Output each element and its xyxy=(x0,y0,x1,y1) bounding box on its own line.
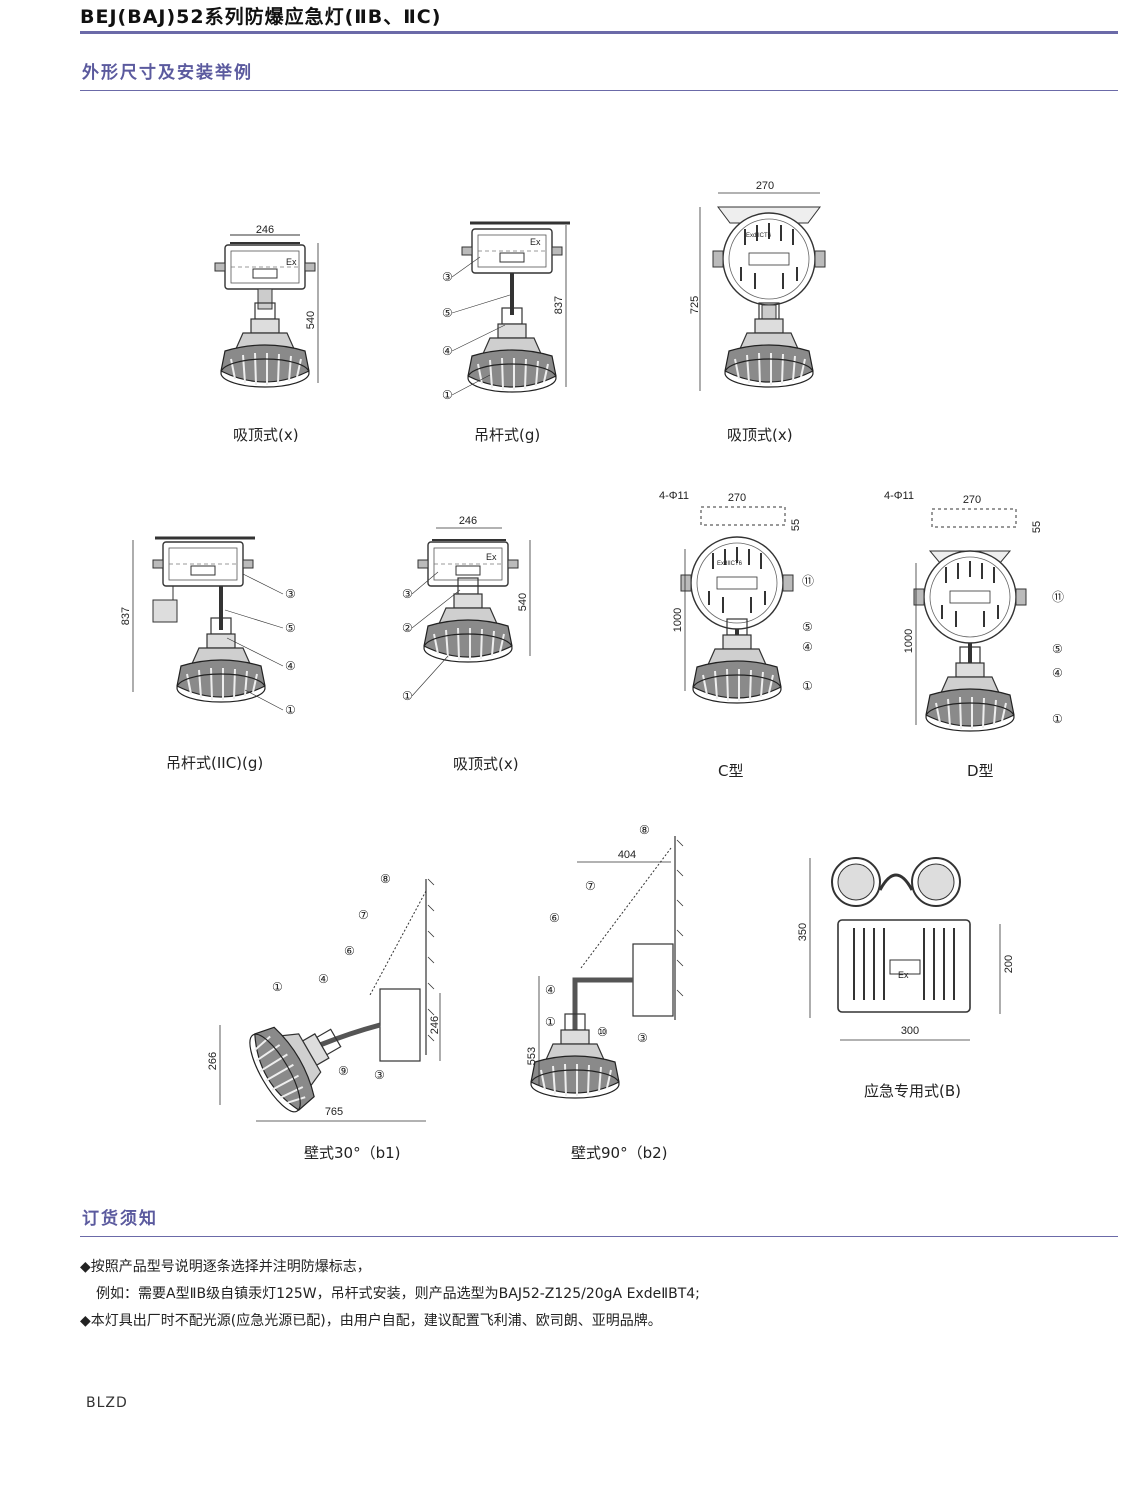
callout-5: ⑤ xyxy=(285,621,296,635)
dim-width: 270 xyxy=(728,492,746,504)
figure-wall-90: ⑧ 404 553 ⑦ ⑥ ④ ① ⑩ ③ xyxy=(525,820,695,1100)
dim-height: 1000 xyxy=(903,629,915,653)
dim-height: 837 xyxy=(553,296,565,314)
callout-4: ④ xyxy=(1052,666,1063,680)
caption-figure-10: 应急专用式(B) xyxy=(864,1082,961,1100)
figure-emergency-type: Ex 350 200 300 xyxy=(790,850,1020,1050)
dim-box: 246 xyxy=(429,1016,441,1034)
box-label: Ex xyxy=(898,970,909,980)
callout-1: ① xyxy=(272,980,283,994)
callout-3: ③ xyxy=(637,1031,648,1045)
dim-width: 765 xyxy=(325,1106,343,1118)
callout-6: ⑥ xyxy=(344,944,355,958)
callout-7: ⑦ xyxy=(585,879,596,893)
callout-1: ① xyxy=(402,689,413,703)
caption-figure-3: 吸顶式(x) xyxy=(727,426,793,444)
callout-5: ⑤ xyxy=(442,306,453,320)
callout-4: ④ xyxy=(545,983,556,997)
figure-type-c: 4-Φ11 270 55 ExdIICT6 1000 ⑪ ⑤ ④ ① xyxy=(655,485,820,704)
section-rule-ordering xyxy=(80,1236,1118,1237)
dim-height: 540 xyxy=(305,311,317,329)
section-title-ordering: 订货须知 xyxy=(82,1209,158,1229)
caption-figure-1: 吸顶式(x) xyxy=(233,426,299,444)
box-label: Ex xyxy=(286,257,297,267)
figure-type-d: 4-Φ11 270 55 1000 ⑪ ⑤ ④ ① xyxy=(880,485,1070,735)
note-line-3: ◆本灯具出厂时不配光源(应急光源已配)，由用户自配，建议配置飞利浦、欧司朗、亚明… xyxy=(80,1313,662,1329)
page-title: BEJ(BAJ)52系列防爆应急灯(ⅡB、ⅡC) xyxy=(80,6,442,28)
caption-figure-7: D型 xyxy=(967,762,994,780)
callout-7: ⑦ xyxy=(358,908,369,922)
caption-figure-9: 壁式90°（b2) xyxy=(571,1144,668,1162)
title-rule xyxy=(80,31,1118,34)
dim-height: 553 xyxy=(526,1047,538,1065)
footer-brand: BLZD xyxy=(86,1395,128,1411)
callout-1: ① xyxy=(802,679,813,693)
dim-height: 266 xyxy=(207,1052,219,1070)
callout-3: ③ xyxy=(442,270,453,284)
figure-pendant-mount: Ex 837 ③ ⑤ ④ ① xyxy=(430,215,590,405)
figure-wall-30: ⑧ ⑦ ⑥ ④ ① ⑨ ③ 266 246 765 xyxy=(200,865,441,1130)
dim-hole: 4-Φ11 xyxy=(884,490,914,502)
dim-box: 200 xyxy=(1003,955,1015,973)
note-line-2: 例如：需要A型ⅡB级自镇汞灯125W，吊杆式安装，则产品选型为BAJ52-Z12… xyxy=(96,1286,700,1302)
callout-5: ⑤ xyxy=(802,620,813,634)
caption-figure-4: 吊杆式(IIC)(g) xyxy=(166,754,264,772)
ordering-notes: ◆按照产品型号说明逐条选择并注明防爆标志， 例如：需要A型ⅡB级自镇汞灯125W… xyxy=(80,1254,700,1335)
dim-height: 350 xyxy=(797,923,809,941)
dim-width: 246 xyxy=(459,515,477,527)
dim-height: 540 xyxy=(517,593,529,611)
section-title-dimensions: 外形尺寸及安装举例 xyxy=(82,63,253,83)
callout-11: ⑪ xyxy=(1052,590,1064,604)
section-rule-dimensions xyxy=(80,90,1118,91)
callout-4: ④ xyxy=(442,344,453,358)
box-label: Ex xyxy=(486,552,497,562)
caption-figure-6: C型 xyxy=(718,762,744,780)
callout-8: ⑧ xyxy=(639,823,650,837)
figure-ceiling-mount-1: 246 Ex 540 xyxy=(200,215,340,400)
dim-height: 725 xyxy=(689,296,701,314)
dim-width: 404 xyxy=(618,849,636,861)
callout-11: ⑪ xyxy=(802,574,814,588)
callout-4: ④ xyxy=(802,640,813,654)
box-label: Ex xyxy=(530,237,541,247)
dim-height: 837 xyxy=(120,607,132,625)
callout-3: ③ xyxy=(374,1068,385,1082)
callout-9: ⑨ xyxy=(338,1064,349,1078)
callout-10: ⑩ xyxy=(597,1025,608,1039)
figure-ceiling-mount-2: 270 ExdIICT6 725 xyxy=(689,175,840,400)
caption-figure-8: 壁式30°（b1) xyxy=(304,1144,401,1162)
dim-width: 246 xyxy=(256,224,274,236)
callout-1: ① xyxy=(285,703,296,717)
dim-gap: 55 xyxy=(1031,521,1043,533)
box-label: ExdIICT6 xyxy=(746,233,772,239)
callout-5: ⑤ xyxy=(1052,642,1063,656)
callout-6: ⑥ xyxy=(549,911,560,925)
box-label: ExdIICT6 xyxy=(717,561,743,567)
dim-width: 270 xyxy=(756,180,774,192)
figure-ceiling-mount-3: 246 Ex 540 ③ ② ① xyxy=(398,510,558,705)
callout-1: ① xyxy=(545,1015,556,1029)
caption-figure-2: 吊杆式(g) xyxy=(474,426,541,444)
callout-1: ① xyxy=(442,388,453,402)
dim-hole: 4-Φ11 xyxy=(659,490,689,502)
callout-4: ④ xyxy=(285,659,296,673)
callout-1: ① xyxy=(1052,712,1063,726)
note-line-1: ◆按照产品型号说明逐条选择并注明防爆标志， xyxy=(80,1259,371,1275)
dim-gap: 55 xyxy=(790,519,802,531)
callout-2: ② xyxy=(402,621,413,635)
dim-height: 1000 xyxy=(672,608,684,632)
callout-3: ③ xyxy=(285,587,296,601)
figure-pendant-iic: 837 ③ ⑤ ④ ① xyxy=(115,530,305,720)
dim-width: 270 xyxy=(963,494,981,506)
dim-width: 300 xyxy=(901,1025,919,1037)
callout-4: ④ xyxy=(318,972,329,986)
callout-3: ③ xyxy=(402,587,413,601)
callout-8: ⑧ xyxy=(380,872,391,886)
caption-figure-5: 吸顶式(x) xyxy=(453,755,519,773)
